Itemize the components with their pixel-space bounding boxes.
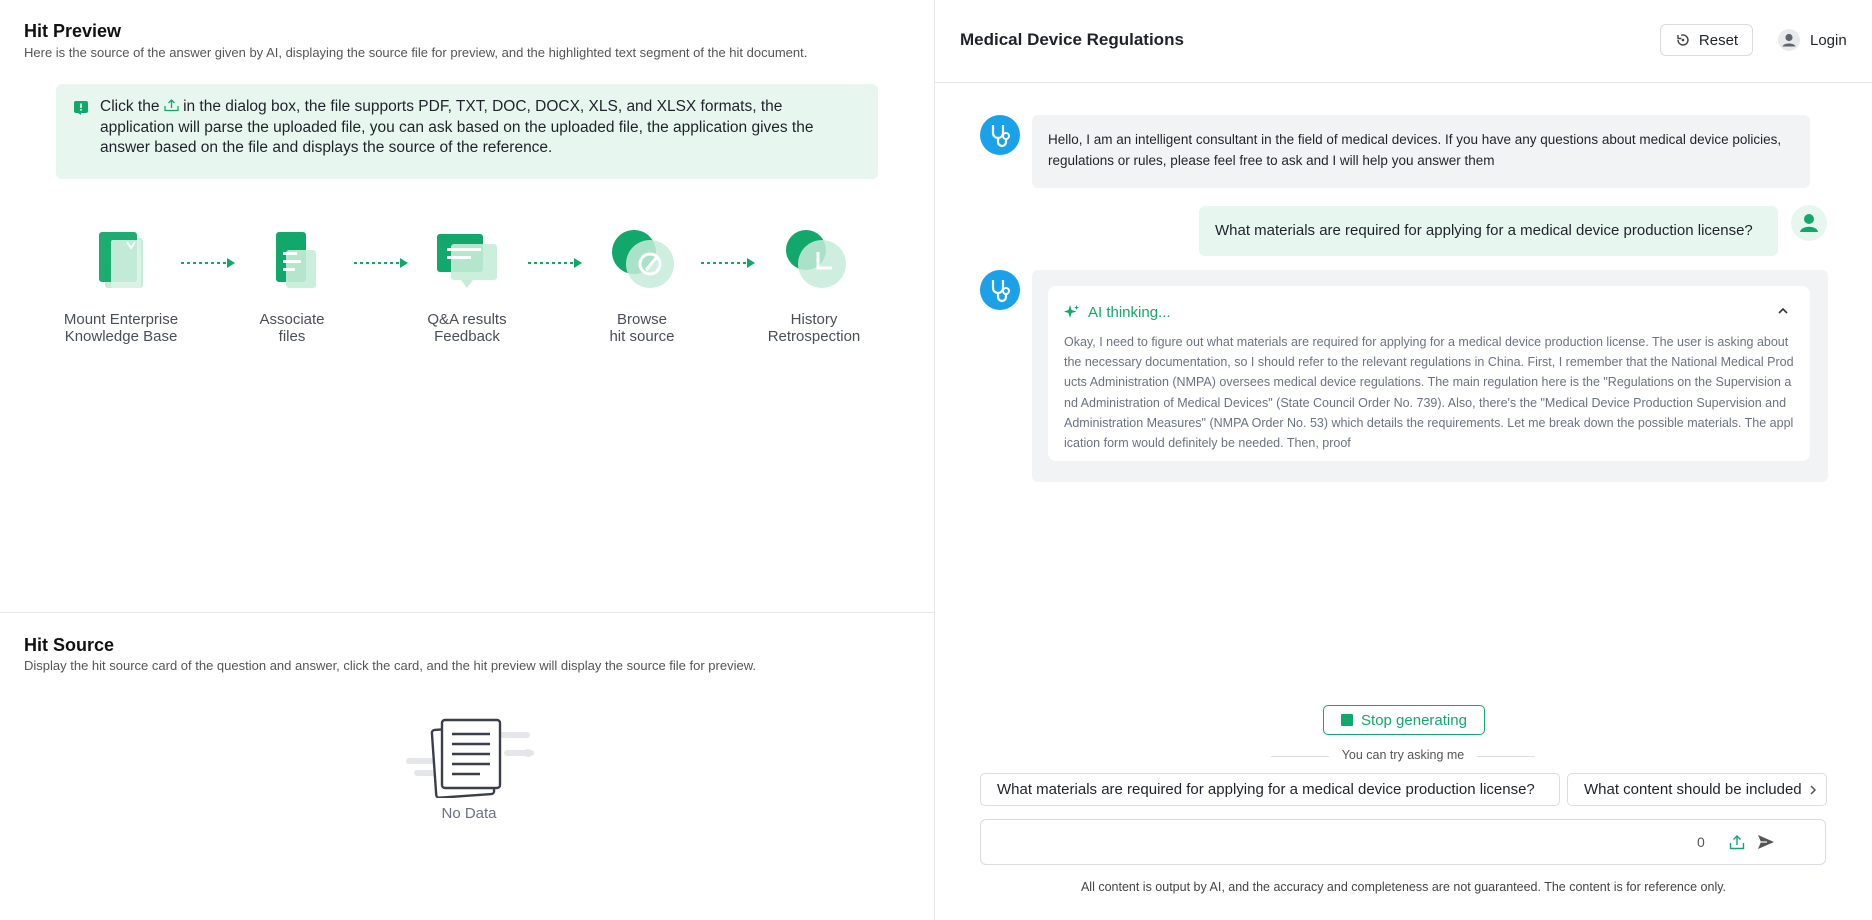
hit-preview-description: Here is the source of the answer given b…	[24, 45, 808, 60]
try-asking-divider: You can try asking me	[1271, 748, 1535, 764]
hit-preview-title: Hit Preview	[24, 21, 122, 41]
browse-source-icon	[612, 230, 674, 288]
section-divider	[0, 612, 934, 613]
feedback-icon	[437, 234, 497, 288]
user-message: What materials are required for applying…	[1199, 206, 1778, 256]
upload-tip-box: Click the in the dialog box, the file su…	[56, 84, 878, 179]
chat-input[interactable]	[993, 830, 1697, 856]
user-avatar	[1791, 205, 1827, 241]
thinking-label: AI thinking...	[1088, 303, 1171, 321]
bot-greeting-message: Hello, I am an intelligent consultant in…	[1032, 115, 1810, 188]
thinking-text: Okay, I need to figure out what material…	[1064, 335, 1794, 451]
chat-panel: Medical Device Regulations Reset Login H	[935, 0, 1872, 920]
hit-source-description: Display the hit source card of the quest…	[24, 658, 756, 673]
suggested-question-text: What content should be included	[1584, 781, 1802, 798]
login-label: Login	[1810, 31, 1847, 49]
upload-tip-text: Click the in the dialog box, the file su…	[100, 97, 858, 159]
chat-input-box[interactable]: 0	[980, 819, 1826, 865]
user-icon	[1778, 29, 1800, 51]
thinking-card: AI thinking... Okay, I need to figure ou…	[1048, 286, 1810, 461]
history-icon	[786, 230, 846, 288]
upload-icon[interactable]	[1729, 834, 1745, 850]
empty-state: No Data	[404, 718, 534, 822]
chevron-right-icon[interactable]	[1808, 784, 1818, 796]
disclaimer-text: All content is output by AI, and the acc…	[1080, 880, 1727, 894]
reset-label: Reset	[1698, 31, 1739, 49]
chevron-up-icon[interactable]	[1776, 304, 1790, 318]
empty-state-text: No Data	[441, 805, 497, 822]
panel-divider	[934, 0, 935, 920]
try-line-right	[1477, 756, 1535, 757]
stop-icon	[1341, 714, 1354, 726]
flow-arrow-3	[528, 258, 582, 268]
stethoscope-icon	[991, 280, 1010, 303]
flow-arrow-2	[354, 258, 408, 268]
send-icon[interactable]	[1757, 834, 1775, 850]
stop-generating-button[interactable]: Stop generating	[1323, 705, 1485, 735]
suggested-question-text: What materials are required for applying…	[997, 781, 1535, 798]
thinking-header[interactable]: AI thinking...	[1064, 302, 1794, 322]
tip-suffix: in the dialog box, the file supports PDF…	[100, 98, 814, 156]
info-icon	[74, 101, 88, 115]
tip-prefix: Click the	[100, 98, 160, 115]
reset-button[interactable]: Reset	[1660, 24, 1753, 56]
login-button[interactable]: Login	[1778, 27, 1847, 53]
try-line-left	[1271, 756, 1329, 757]
user-avatar-icon	[1800, 214, 1818, 232]
bot-thinking-message: AI thinking... Okay, I need to figure ou…	[1032, 270, 1828, 482]
stethoscope-icon	[991, 125, 1010, 148]
reset-icon	[1677, 34, 1689, 46]
flow-arrow-1	[181, 258, 235, 268]
bot-avatar-2	[980, 270, 1020, 310]
chat-title: Medical Device Regulations	[960, 30, 1184, 49]
character-count: 0	[1697, 834, 1705, 850]
sparkle-icon	[1064, 305, 1079, 318]
empty-document-icon	[406, 718, 534, 799]
hit-source-title: Hit Source	[24, 635, 115, 655]
flow-arrow-4	[701, 258, 755, 268]
try-asking-label: You can try asking me	[1341, 748, 1465, 762]
chat-header: Medical Device Regulations Reset Login	[935, 0, 1872, 83]
knowledge-base-icon	[99, 232, 143, 288]
stop-label: Stop generating	[1361, 711, 1467, 729]
suggested-question-2[interactable]: What content should be included	[1567, 773, 1827, 806]
file-icon	[276, 232, 316, 288]
left-panel: Hit Preview Here is the source of the an…	[0, 0, 934, 920]
bot-avatar	[980, 115, 1020, 155]
upload-icon	[164, 99, 179, 112]
suggested-question-1[interactable]: What materials are required for applying…	[980, 773, 1560, 806]
